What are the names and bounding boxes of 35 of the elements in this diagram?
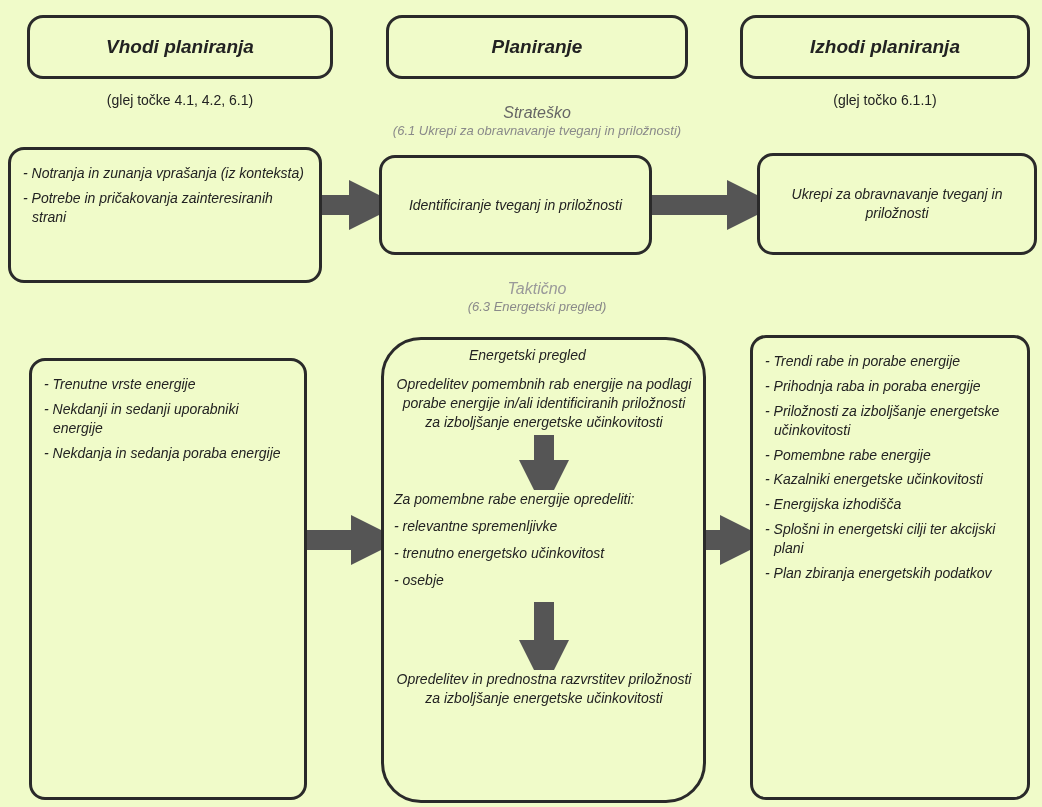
header-box: Planiranje <box>386 15 688 79</box>
list-item: - Prihodnja raba in poraba energije <box>765 376 982 396</box>
section-subheading: (6.1 Ukrepi za obravnavanje tveganj in priložnosti) <box>391 123 683 138</box>
list-item: - Notranja in zunanja vprašanja (iz konteksta) <box>23 164 305 183</box>
list-item: - Priložnosti za izboljšanje energetske učinkovitosti <box>765 401 1001 440</box>
list-item: - Trendi rabe in porabe energije <box>765 352 962 371</box>
step-text: Opredelitev in prednostna razvrstitev priložnosti za izboljšanje energetske učinkovitosti <box>394 670 694 710</box>
section-subheading: (6.3 Energetski pregled) <box>466 299 608 314</box>
box-heading: Energetski pregled <box>469 346 586 365</box>
list-item: - Nekdanja in sedanja poraba energije <box>44 443 282 463</box>
list-item: - relevantne spremenljivke <box>394 516 559 536</box>
list-item: - Splošni in energetski cilji ter akcijski plani <box>765 520 997 558</box>
header-box: Izhodi planiranja <box>740 15 1030 79</box>
list-item: - Pomembne rabe energije <box>765 445 932 465</box>
list-item: - osebje <box>394 570 445 590</box>
reference-note: (glej točke 4.1, 4.2, 6.1) <box>105 92 255 108</box>
reference-note: (glej točko 6.1.1) <box>832 92 938 108</box>
section-heading: Taktično <box>506 280 568 298</box>
process-box: Identificiranje tveganj in priložnosti <box>379 155 652 255</box>
list-item: - Kazalniki energetske učinkovitosti <box>765 470 984 490</box>
list-box <box>750 335 1030 800</box>
section-heading: Strateško <box>502 104 572 122</box>
process-box: Ukrepi za obravnavanje tveganj in priložnosti <box>757 153 1037 255</box>
list-item: - Energijska izhodišča <box>765 495 903 515</box>
list-box <box>29 358 307 800</box>
process-box <box>381 337 706 803</box>
list-box <box>8 147 322 283</box>
list-item: - Plan zbiranja energetskih podatkov <box>765 564 993 583</box>
header-box: Vhodi planiranja <box>27 15 333 79</box>
list-item: - Nekdanji in sedanji uporabniki energije <box>44 399 240 438</box>
list-item: - trenutno energetsko učinkovitost <box>394 543 606 563</box>
step-text: Za pomembne rabe energije opredeliti: <box>394 490 636 509</box>
step-text: Opredelitev pomembnih rab energije na podlagi porabe energije in/ali identificiranih priložnosti za izboljšanje energetske učinkovitosti <box>394 375 694 435</box>
list-item: - Trenutne vrste energije <box>44 375 197 394</box>
list-item: - Potrebe in pričakovanja zainteresiranih strani <box>23 188 274 227</box>
